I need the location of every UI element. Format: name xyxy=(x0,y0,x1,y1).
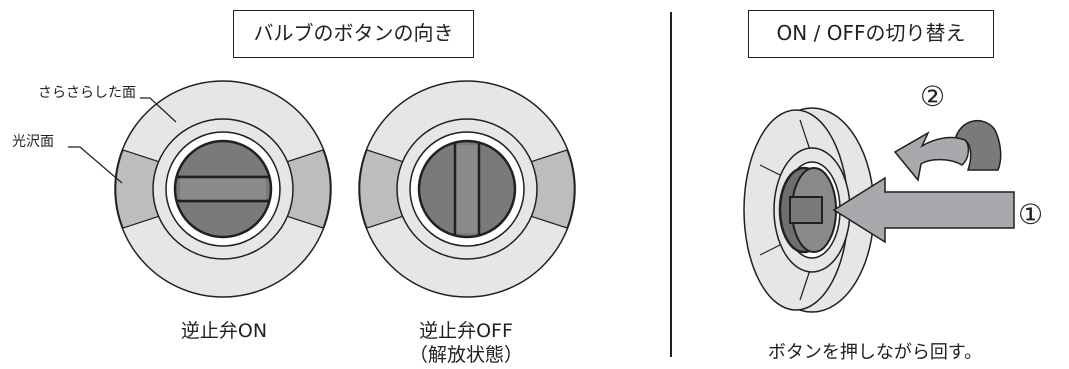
glossy-surface-label: 光沢面 xyxy=(12,134,54,150)
panel-divider xyxy=(670,12,672,357)
valve-off-illustration xyxy=(358,80,576,298)
rough-surface-label: さらさらした面 xyxy=(38,85,136,101)
glossy-surface-leader xyxy=(68,146,123,184)
rotate-arrow xyxy=(893,120,1002,182)
on-off-switch-title: ON / OFFの切り替え xyxy=(748,10,994,58)
valve-orientation-title: バルブのボタンの向き xyxy=(233,10,474,58)
valve-on-illustration xyxy=(114,80,332,298)
push-arrow xyxy=(832,176,1015,244)
valve-on-caption: 逆止弁ON xyxy=(180,320,268,342)
instruction-caption: ボタンを押しながら回す。 xyxy=(767,342,983,363)
valve-side-view xyxy=(743,107,875,313)
step-1-marker: ① xyxy=(1018,198,1044,231)
valve-off-state-caption: （解放状態） xyxy=(408,344,523,366)
rough-surface-leader xyxy=(140,97,177,123)
valve-off-caption: 逆止弁OFF xyxy=(419,320,513,342)
step-2-marker: ② xyxy=(920,80,946,113)
